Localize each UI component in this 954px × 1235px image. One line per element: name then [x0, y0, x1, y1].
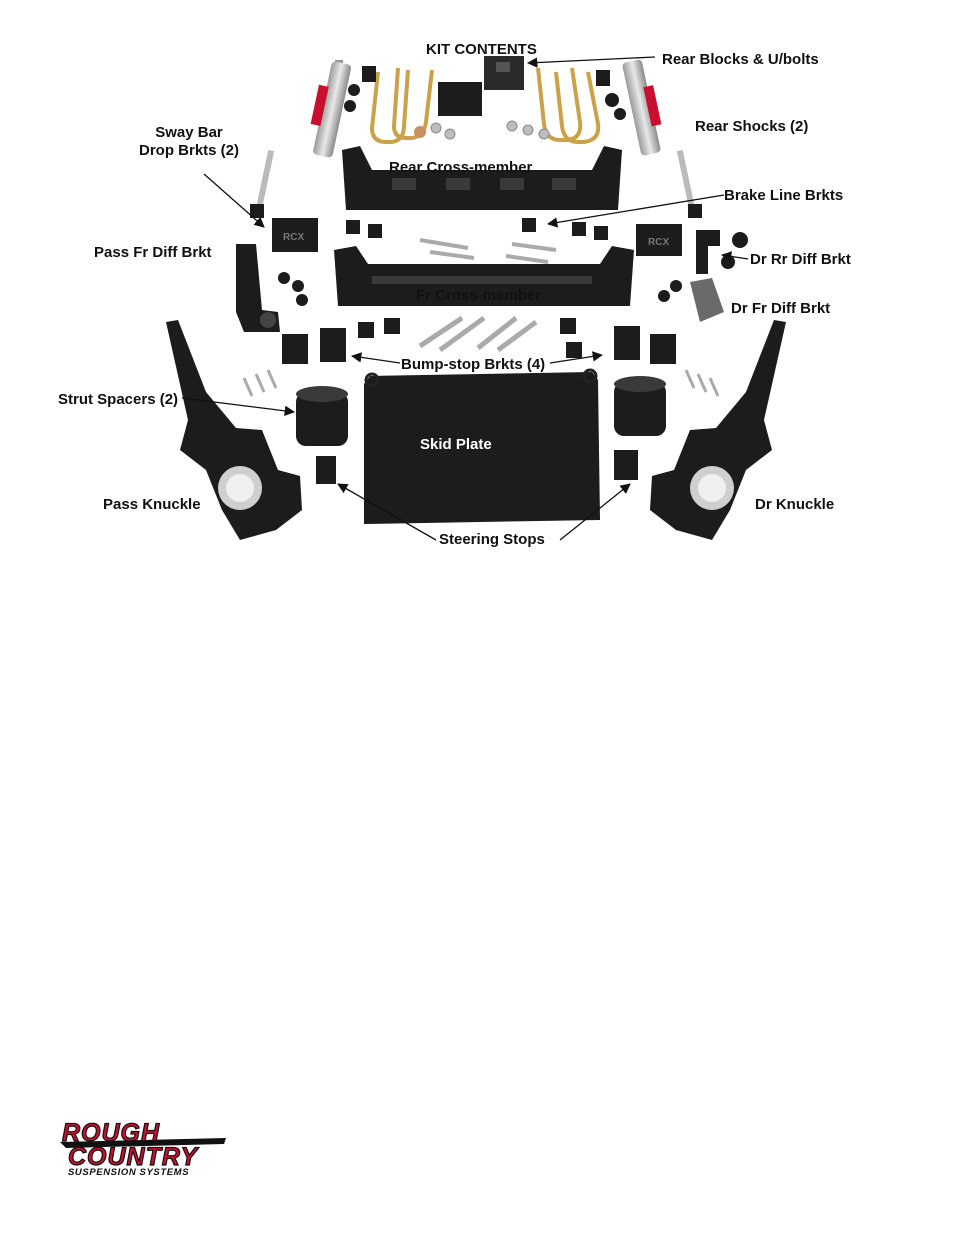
- dr-knuckle: [650, 320, 786, 540]
- kit-contents-diagram: RCX RCX: [58, 41, 851, 548]
- arrow-brake-line: [546, 194, 725, 228]
- rear-cross-member: [342, 146, 622, 210]
- arrow-steering-stop-left: [337, 483, 437, 541]
- pass-fr-diff-bracket: [236, 244, 308, 332]
- label-rear-cross-member: Rear Cross-member: [389, 159, 533, 176]
- steering-stops: [316, 450, 638, 484]
- label-pass-fr-diff: Pass Fr Diff Brkt: [94, 244, 212, 261]
- rear-blocks: [438, 56, 524, 116]
- label-dr-rr-diff: Dr Rr Diff Brkt: [750, 251, 851, 268]
- rear-shock-left: [250, 60, 352, 218]
- label-rear-shocks: Rear Shocks (2): [695, 118, 808, 135]
- label-sway-bar-line1: Sway Bar: [155, 124, 223, 141]
- label-skid-plate: Skid Plate: [420, 436, 492, 453]
- label-kit-contents: KIT CONTENTS: [426, 41, 537, 58]
- arrow-bump-stop-right: [549, 351, 604, 364]
- label-rear-blocks: Rear Blocks & U/bolts: [662, 51, 819, 68]
- hardware-rear-right: [506, 70, 626, 140]
- hardware-lower: [242, 369, 720, 397]
- bump-stop-brackets: [282, 315, 676, 364]
- dr-rr-diff-bracket: [696, 230, 748, 274]
- label-strut-spacers: Strut Spacers (2): [58, 391, 178, 408]
- logo-line3: SUSPENSION SYSTEMS: [68, 1167, 189, 1178]
- skid-plate: [364, 368, 600, 524]
- arrow-dr-rr-diff: [720, 251, 749, 262]
- arrow-sway-bar: [203, 173, 265, 228]
- rough-country-logo: ROUGH COUNTRY SUSPENSION SYSTEMS: [60, 1118, 226, 1178]
- label-brake-line: Brake Line Brkts: [724, 187, 843, 204]
- logo-line2: COUNTRY: [68, 1143, 199, 1171]
- label-dr-fr-diff: Dr Fr Diff Brkt: [731, 300, 830, 317]
- rcx-mark-left: RCX: [283, 232, 304, 243]
- arrow-rear-blocks: [526, 56, 656, 68]
- label-dr-knuckle: Dr Knuckle: [755, 496, 834, 513]
- label-fr-cross-member: Fr Cross-member: [416, 287, 541, 304]
- label-steering-stops: Steering Stops: [439, 531, 545, 548]
- rear-shock-right: [622, 59, 702, 218]
- arrow-strut-spacers: [181, 397, 296, 416]
- arrow-steering-stop-right: [559, 483, 631, 541]
- brake-line-brackets: [346, 218, 608, 264]
- arrow-bump-stop-left: [350, 352, 401, 364]
- label-pass-knuckle: Pass Knuckle: [103, 496, 201, 513]
- fr-cross-member: [334, 246, 634, 306]
- hardware-rear-left: [344, 66, 456, 140]
- dr-fr-diff-bracket: [658, 278, 724, 322]
- rcx-mark-right: RCX: [648, 237, 669, 248]
- label-sway-bar-line2: Drop Brkts (2): [139, 142, 239, 159]
- pass-knuckle: [166, 320, 302, 540]
- label-bump-stop: Bump-stop Brkts (4): [401, 356, 545, 373]
- strut-spacers: [296, 376, 666, 446]
- logo-line1: ROUGH: [62, 1119, 160, 1147]
- sway-bar-drop-brackets: RCX RCX: [272, 218, 682, 256]
